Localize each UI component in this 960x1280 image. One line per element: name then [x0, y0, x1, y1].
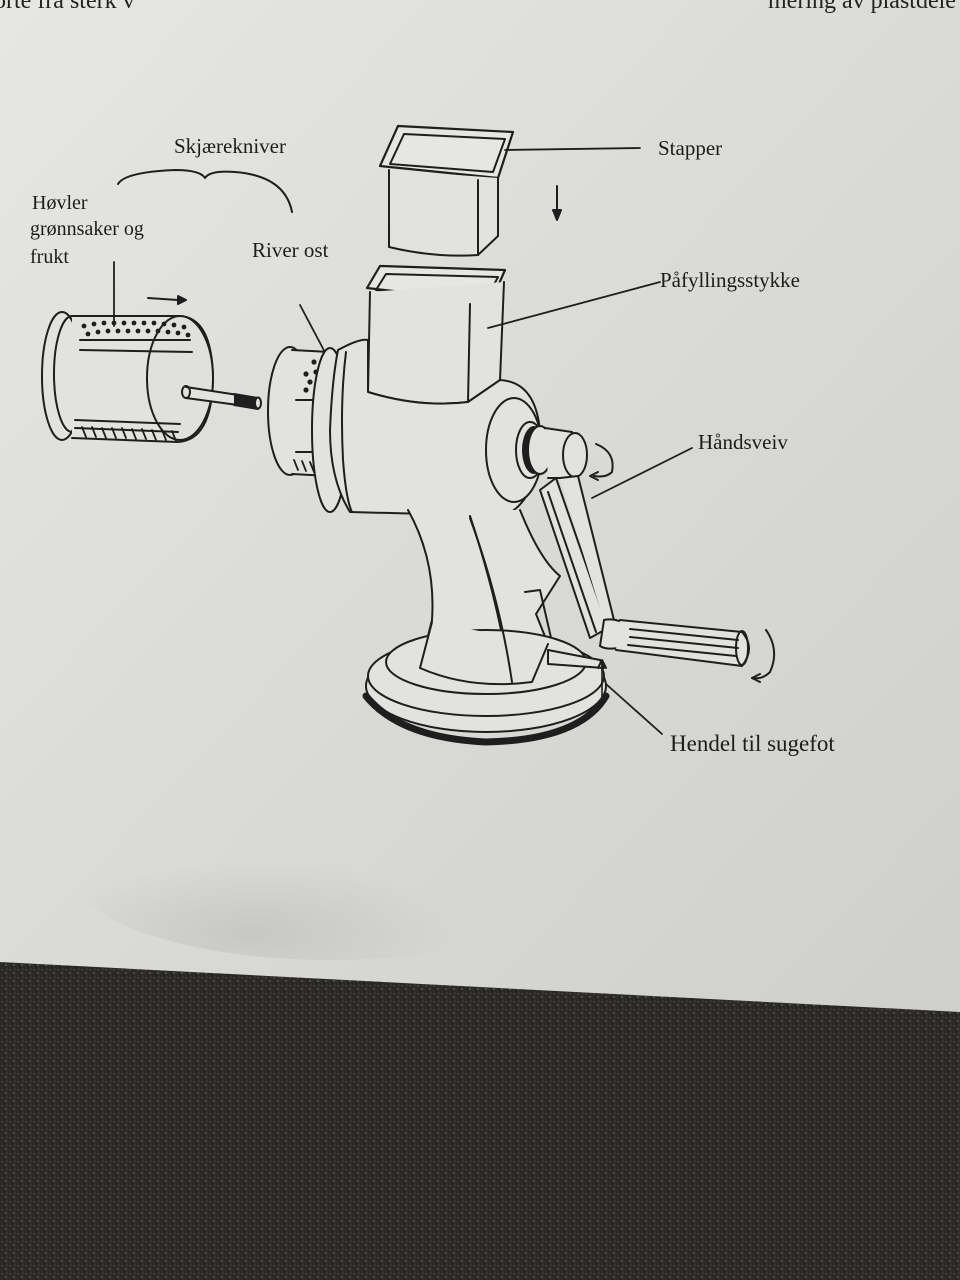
- leader-grate: [299, 304, 329, 359]
- hand-crank: [539, 443, 776, 683]
- drum-holes: [81, 320, 191, 338]
- label-feed-tube: Påfyllingsstykke: [660, 268, 800, 292]
- grater-body: [267, 338, 610, 746]
- label-hand-crank: Håndsveiv: [698, 430, 788, 454]
- cutting-blades-brace: [117, 169, 293, 213]
- insert-arrow: [147, 295, 187, 305]
- label-cutting-blades: Skjærekniver: [174, 134, 286, 158]
- label-pusher: Stapper: [658, 136, 723, 160]
- header-fragment-left: orte fra sterk v: [0, 0, 135, 14]
- drum-slots: [81, 426, 177, 442]
- header-fragment-right: mering av plastdele: [768, 0, 956, 14]
- suction-lever: [547, 649, 605, 669]
- machine-illustration: [41, 124, 776, 746]
- header-fragment-strip: orte fra sterk v mering av plastdele: [0, 0, 960, 16]
- down-arrow: [552, 185, 562, 221]
- pusher: [378, 124, 641, 257]
- lever-pointer: [597, 659, 663, 735]
- label-grate-cheese: River ost: [252, 238, 329, 262]
- slicing-drum: [41, 311, 262, 443]
- label-suction-lever: Hendel til sugefot: [670, 731, 835, 756]
- label-slice-line1: Høvler: [32, 192, 88, 214]
- label-slice-line3: frukt: [30, 246, 69, 268]
- label-slice-line2: grønnsaker og: [30, 218, 144, 240]
- paper-shadow: [70, 780, 590, 960]
- feed-tube: [365, 264, 661, 405]
